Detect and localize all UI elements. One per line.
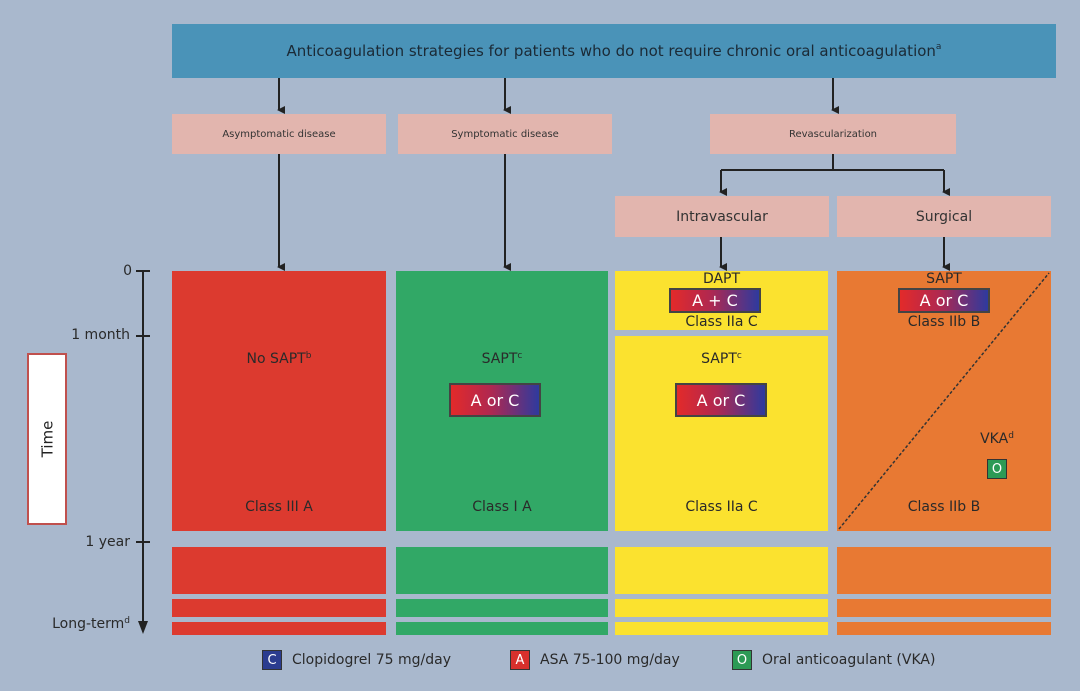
surgical-long-band-2 — [837, 622, 1051, 635]
asymptomatic-block: No SAPTb Class III A — [172, 271, 386, 531]
legend-clopidogrel: C Clopidogrel 75 mg/day — [262, 650, 451, 670]
category-symptomatic-label: Symptomatic disease — [451, 128, 559, 140]
symptomatic-block: SAPTc A or C Class I A — [396, 271, 608, 531]
legend-vka: O Oral anticoagulant (VKA) — [732, 650, 935, 670]
axis-tick-1-month: 1 month — [71, 327, 130, 343]
axis-tick-long-term: Long-termd — [10, 616, 130, 632]
surgical-block: SAPT A or C Class IIb B VKAd O Class IIb… — [837, 271, 1051, 531]
surgical-year-band — [837, 547, 1051, 594]
intravascular-early-block: DAPT A + C Class IIa C — [615, 271, 828, 330]
category-intravascular-label: Intravascular — [676, 208, 768, 225]
surgical-vka-footnote: d — [1008, 431, 1014, 441]
asymptomatic-year-band — [172, 547, 386, 594]
time-axis-title-text: Time — [38, 420, 56, 458]
asymptomatic-long-band-1 — [172, 599, 386, 617]
intravascular-therapy-footnote: c — [736, 351, 742, 361]
legend-asa-swatch: A — [510, 650, 530, 670]
intravascular-early-badge: A + C — [669, 288, 761, 313]
legend-clopidogrel-text: Clopidogrel 75 mg/day — [292, 652, 452, 668]
category-intravascular: Intravascular — [615, 196, 829, 237]
category-asymptomatic: Asymptomatic disease — [172, 114, 386, 154]
intravascular-early-class: Class IIa C — [685, 314, 758, 330]
asymptomatic-long-band-2 — [172, 622, 386, 635]
time-axis-title: Time — [27, 353, 67, 525]
axis-tick-1-year: 1 year — [85, 534, 130, 550]
legend-clopidogrel-swatch: C — [262, 650, 282, 670]
category-asymptomatic-label: Asymptomatic disease — [222, 128, 336, 140]
surgical-vka-badge: O — [987, 459, 1007, 479]
asymptomatic-therapy-footnote: b — [305, 351, 312, 361]
axis-long-term-label: Long-term — [52, 616, 125, 632]
legend-vka-swatch: O — [732, 650, 752, 670]
intravascular-class: Class IIa C — [685, 499, 758, 515]
surgical-long-band-1 — [837, 599, 1051, 617]
intravascular-therapy: SAPTc — [615, 351, 828, 367]
symptomatic-therapy: SAPTc — [396, 351, 608, 367]
symptomatic-therapy-footnote: c — [517, 351, 523, 361]
symptomatic-therapy-text: SAPT — [481, 351, 518, 367]
diagram-title-text: Anticoagulation strategies for patients … — [286, 42, 936, 60]
surgical-class: Class IIb B — [907, 499, 981, 515]
surgical-early-class: Class IIb B — [907, 314, 981, 330]
symptomatic-badge: A or C — [449, 383, 541, 417]
symptomatic-long-band-1 — [396, 599, 608, 617]
asymptomatic-therapy-text: No SAPT — [246, 351, 306, 367]
symptomatic-class: Class I A — [472, 499, 532, 515]
diagram-title: Anticoagulation strategies for patients … — [172, 24, 1056, 78]
intravascular-early-therapy: DAPT — [702, 271, 741, 287]
title-footnote: a — [935, 42, 942, 52]
intravascular-long-band-2 — [615, 622, 828, 635]
category-symptomatic: Symptomatic disease — [398, 114, 612, 154]
category-revascularization: Revascularization — [710, 114, 956, 154]
axis-long-term-footnote: d — [124, 616, 130, 626]
asymptomatic-therapy: No SAPTb — [172, 351, 386, 367]
symptomatic-long-band-2 — [396, 622, 608, 635]
category-surgical: Surgical — [837, 196, 1051, 237]
intravascular-block: SAPTc A or C Class IIa C — [615, 336, 828, 531]
surgical-vka-text: VKA — [980, 431, 1009, 447]
surgical-vka-label: VKAd — [967, 431, 1027, 447]
category-surgical-label: Surgical — [915, 208, 973, 225]
legend-asa: A ASA 75-100 mg/day — [510, 650, 680, 670]
category-revascularization-label: Revascularization — [788, 128, 878, 140]
legend-vka-text: Oral anticoagulant (VKA) — [762, 652, 936, 668]
intravascular-year-band — [615, 547, 828, 594]
intravascular-badge: A or C — [675, 383, 767, 417]
symptomatic-year-band — [396, 547, 608, 594]
axis-tick-0: 0 — [123, 263, 132, 279]
legend-asa-text: ASA 75-100 mg/day — [540, 652, 680, 668]
intravascular-long-band-1 — [615, 599, 828, 617]
intravascular-therapy-text: SAPT — [701, 351, 737, 367]
surgical-early-badge: A or C — [898, 288, 990, 313]
asymptomatic-class: Class III A — [245, 499, 313, 515]
surgical-early-therapy: SAPT — [926, 271, 962, 287]
surgical-diagonal-divider — [838, 272, 1050, 530]
